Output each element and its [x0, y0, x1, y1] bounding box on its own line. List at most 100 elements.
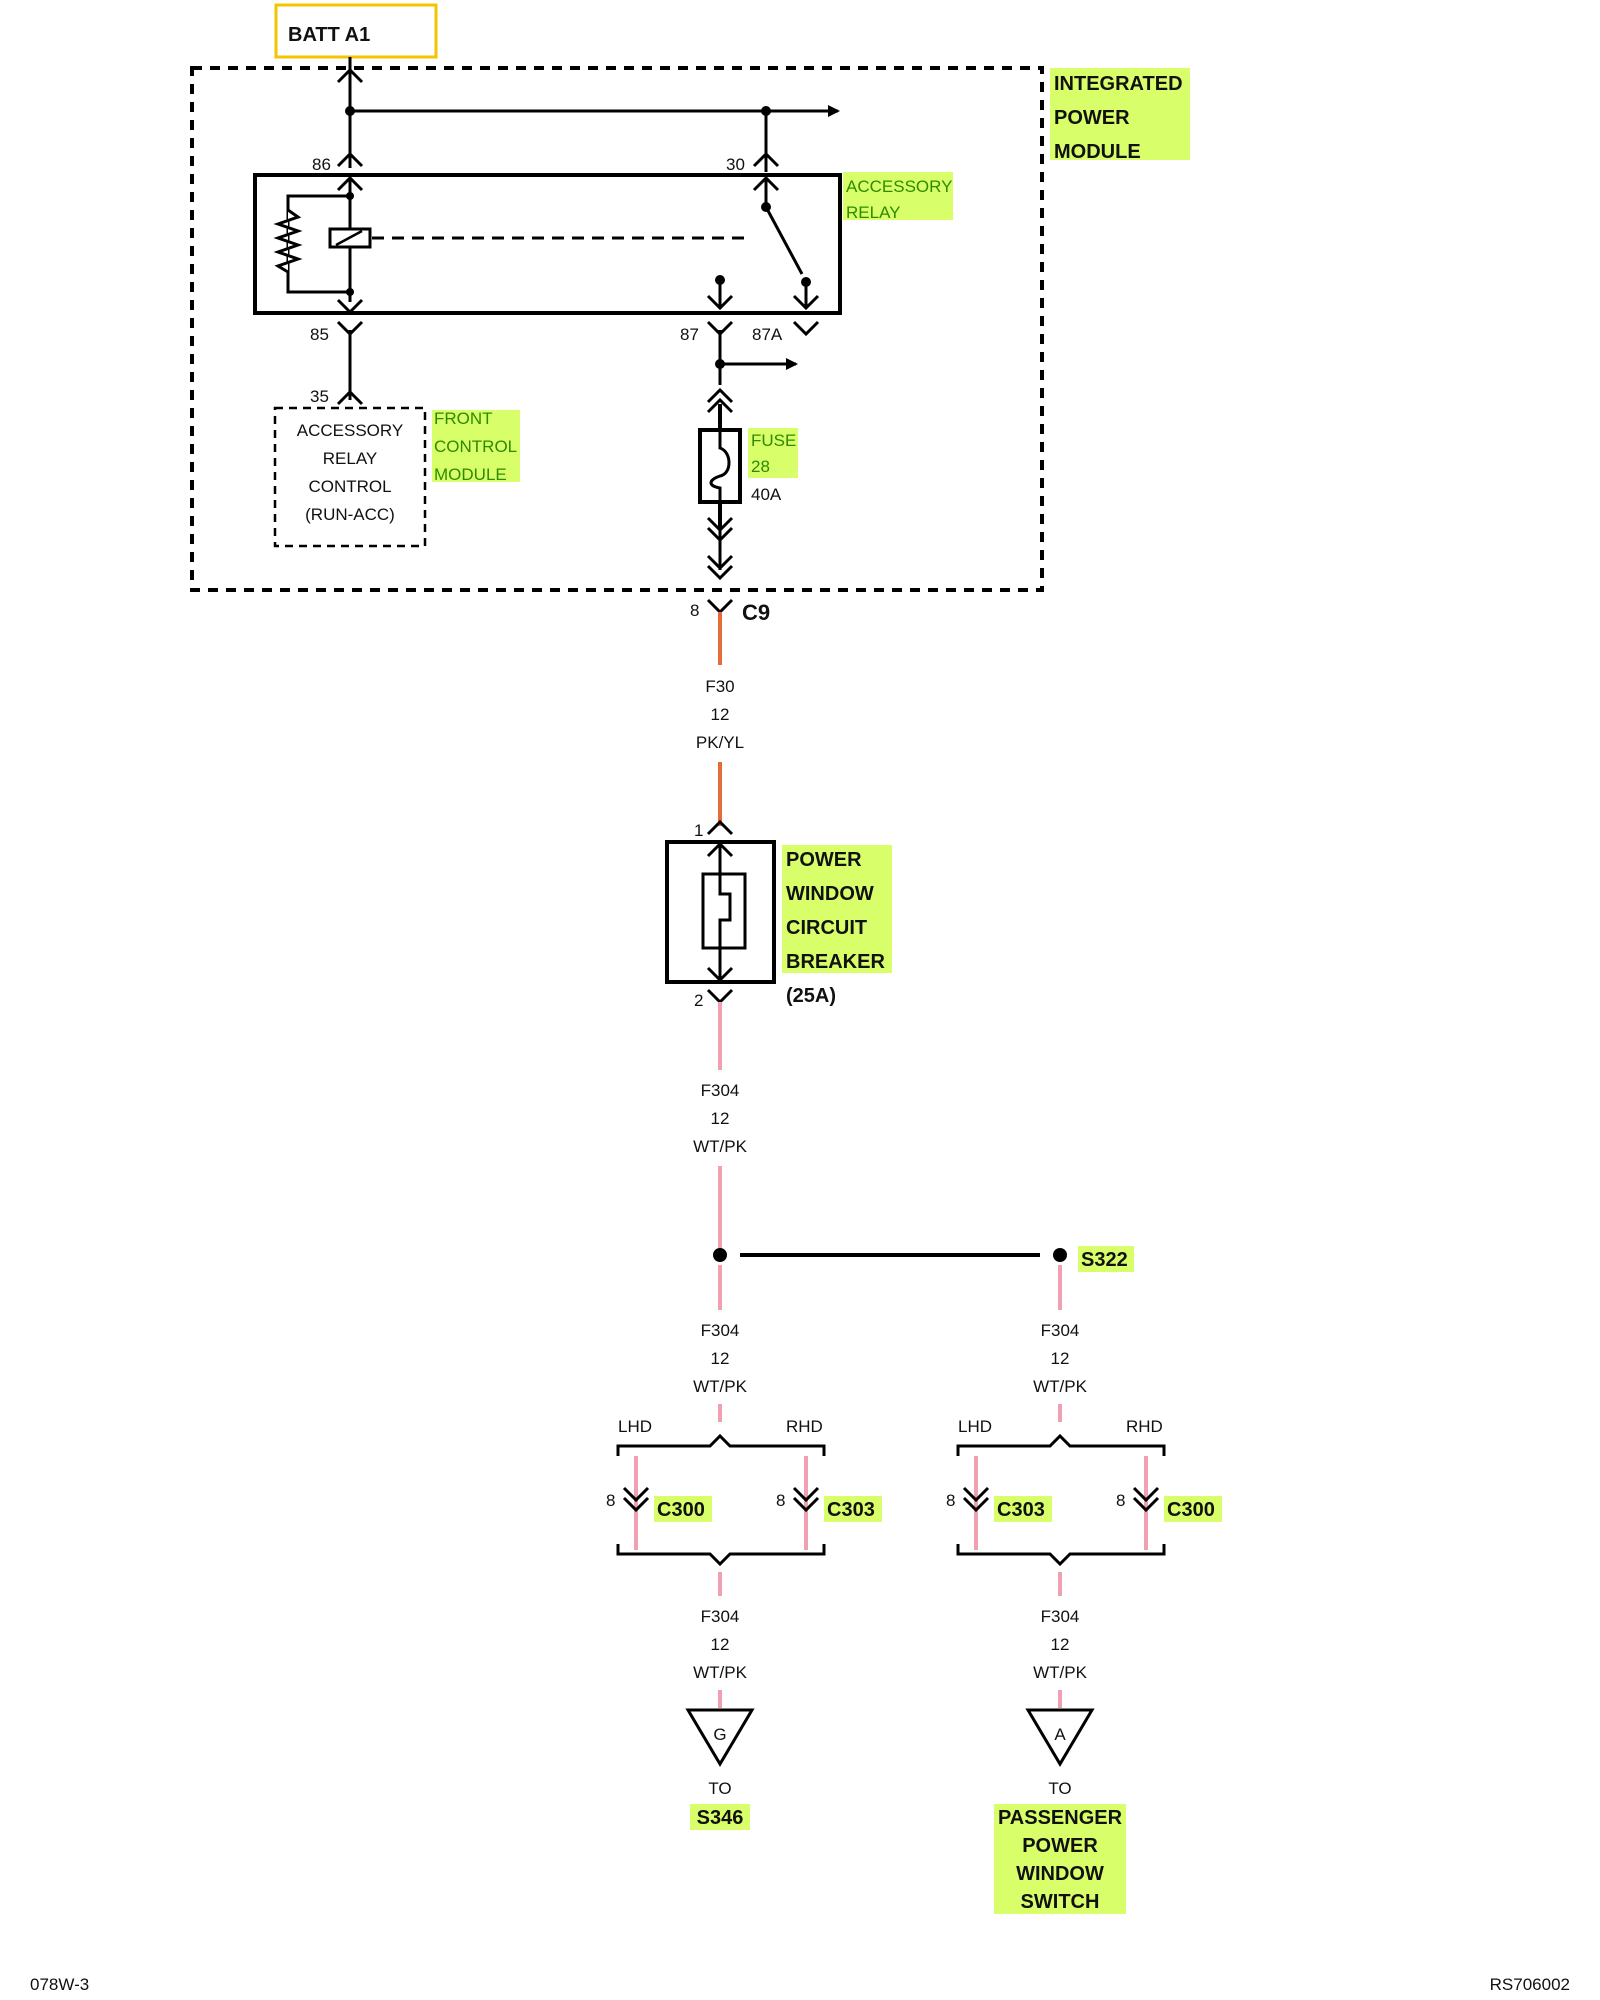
- fuse-label-1: FUSE: [751, 431, 796, 450]
- c9-chevron: [706, 598, 734, 615]
- left-rhd: RHD: [786, 1417, 823, 1436]
- pin87a-inner-chevron: [792, 294, 820, 311]
- right-c300-chevron-2: [1132, 1496, 1160, 1513]
- fcm-label-highlight: [432, 410, 520, 482]
- wire2-gauge: 12: [711, 1109, 730, 1128]
- right-terminal-triangle: [1025, 1708, 1095, 1767]
- left-c300-chevron-1: [622, 1486, 650, 1503]
- right-dest-3: WINDOW: [1016, 1863, 1104, 1885]
- fuse-label-2: 28: [751, 457, 770, 476]
- right-c300-chevron-1: [1132, 1486, 1160, 1503]
- pin87-inner-chevron: [706, 294, 734, 311]
- ipm-title-1: INTEGRATED: [1054, 73, 1183, 95]
- left-c-left-pin: 8: [606, 1491, 615, 1510]
- right-dest-2: POWER: [1022, 1835, 1098, 1857]
- fcm-label-1: FRONT: [434, 409, 493, 428]
- right-dest-highlight: [994, 1804, 1126, 1914]
- left-dest-1: S346: [697, 1807, 744, 1829]
- relay-switch-arm: [764, 206, 804, 275]
- relay-coil-slash: [335, 229, 363, 247]
- left-c-right-name: C303: [827, 1499, 875, 1521]
- c9-inner-chevron-2: [706, 564, 734, 581]
- breaker-pin1-chevron: [706, 819, 734, 836]
- pin30-chevron: [752, 151, 780, 168]
- fuse-element: [709, 430, 731, 502]
- left-wire-a-circuit: F304: [701, 1321, 740, 1340]
- fcm-box-line-2: RELAY: [323, 449, 378, 468]
- pin87a-chevron: [792, 320, 820, 337]
- breaker-label-4: BREAKER: [786, 951, 885, 973]
- left-wire-b-color: WT/PK: [693, 1663, 747, 1682]
- left-wire-a-gauge: 12: [711, 1349, 730, 1368]
- right-terminal-letter: A: [1054, 1725, 1066, 1744]
- breaker-inner-chevron-top: [706, 841, 734, 858]
- relay-label-highlight: [843, 172, 953, 220]
- left-c-left-name: C300: [657, 1499, 705, 1521]
- breaker-label-2: WINDOW: [786, 883, 874, 905]
- right-wire-b-gauge: 12: [1051, 1635, 1070, 1654]
- left-terminal-letter: G: [713, 1725, 726, 1744]
- pin-30-label: 30: [726, 155, 745, 174]
- right-dest-4: SWITCH: [1021, 1891, 1100, 1913]
- breaker-rating: (25A): [786, 985, 836, 1007]
- pin85-inner-chevron: [336, 298, 364, 315]
- right-wire-b-circuit: F304: [1041, 1607, 1080, 1626]
- fcm-label-2: CONTROL: [434, 437, 517, 456]
- c9-name: C9: [742, 600, 770, 625]
- footer-right: RS706002: [1490, 1975, 1570, 1994]
- footer-left: 078W-3: [30, 1975, 89, 1994]
- fcm-box-line-1: ACCESSORY: [297, 421, 403, 440]
- right-wire-a-circuit: F304: [1041, 1321, 1080, 1340]
- wire2-circuit: F304: [701, 1081, 740, 1100]
- left-dest-highlight: [690, 1804, 750, 1830]
- pin30-inner-chevron: [752, 175, 780, 192]
- fuse-label-highlight: [748, 428, 798, 478]
- fcm-label-3: MODULE: [434, 465, 507, 484]
- left-c303-chevron-2: [792, 1496, 820, 1513]
- breaker-label-highlight: [782, 845, 892, 973]
- left-c303-chevron-1: [792, 1486, 820, 1503]
- pin86-inner-chevron: [336, 175, 364, 192]
- pin35-chevron: [336, 389, 364, 406]
- fuse-rating: 40A: [751, 485, 782, 504]
- right-c-right-highlight: [1164, 1496, 1222, 1522]
- right-dest-1: PASSENGER: [998, 1807, 1123, 1829]
- left-to: TO: [708, 1779, 731, 1798]
- left-lhd: LHD: [618, 1417, 652, 1436]
- breaker-element: [718, 862, 732, 960]
- resistor-zigzag: [273, 208, 303, 274]
- right-c-left-name: C303: [997, 1499, 1045, 1521]
- left-bottom-bracket: [616, 1544, 826, 1567]
- c9-inner-chevron-1: [706, 554, 734, 571]
- fuse-in-chevron-1: [706, 387, 734, 404]
- pin-35-label: 35: [310, 387, 329, 406]
- left-c300-chevron-2: [622, 1496, 650, 1513]
- breaker-inner-chevron-bottom: [706, 966, 734, 983]
- splice-node-right: [1053, 1248, 1067, 1262]
- left-c-right-pin: 8: [776, 1491, 785, 1510]
- left-wire-a-color: WT/PK: [693, 1377, 747, 1396]
- left-top-bracket: [616, 1433, 826, 1456]
- wire2-color: WT/PK: [693, 1137, 747, 1156]
- left-c-left-highlight: [654, 1496, 712, 1522]
- right-top-bracket: [956, 1433, 1166, 1456]
- batt-label-box: [274, 3, 438, 59]
- relay-label-2: RELAY: [846, 203, 901, 222]
- batt-feed-chevron: [336, 67, 364, 84]
- right-rhd: RHD: [1126, 1417, 1163, 1436]
- breaker-element-box: [701, 872, 747, 950]
- left-terminal-triangle: [685, 1708, 755, 1767]
- fcm-box-line-3: CONTROL: [308, 477, 391, 496]
- pin-85-label: 85: [310, 325, 329, 344]
- relay-label-1: ACCESSORY: [846, 177, 952, 196]
- left-c-right-highlight: [824, 1496, 882, 1522]
- splice-name: S322: [1081, 1249, 1128, 1271]
- splice-label-highlight: [1078, 1246, 1134, 1272]
- fuse-in-chevron-2: [706, 397, 734, 414]
- breaker-label-3: CIRCUIT: [786, 917, 867, 939]
- right-c303-chevron-1: [962, 1486, 990, 1503]
- wire1-gauge: 12: [711, 705, 730, 724]
- right-wire-a-gauge: 12: [1051, 1349, 1070, 1368]
- right-c-left-pin: 8: [946, 1491, 955, 1510]
